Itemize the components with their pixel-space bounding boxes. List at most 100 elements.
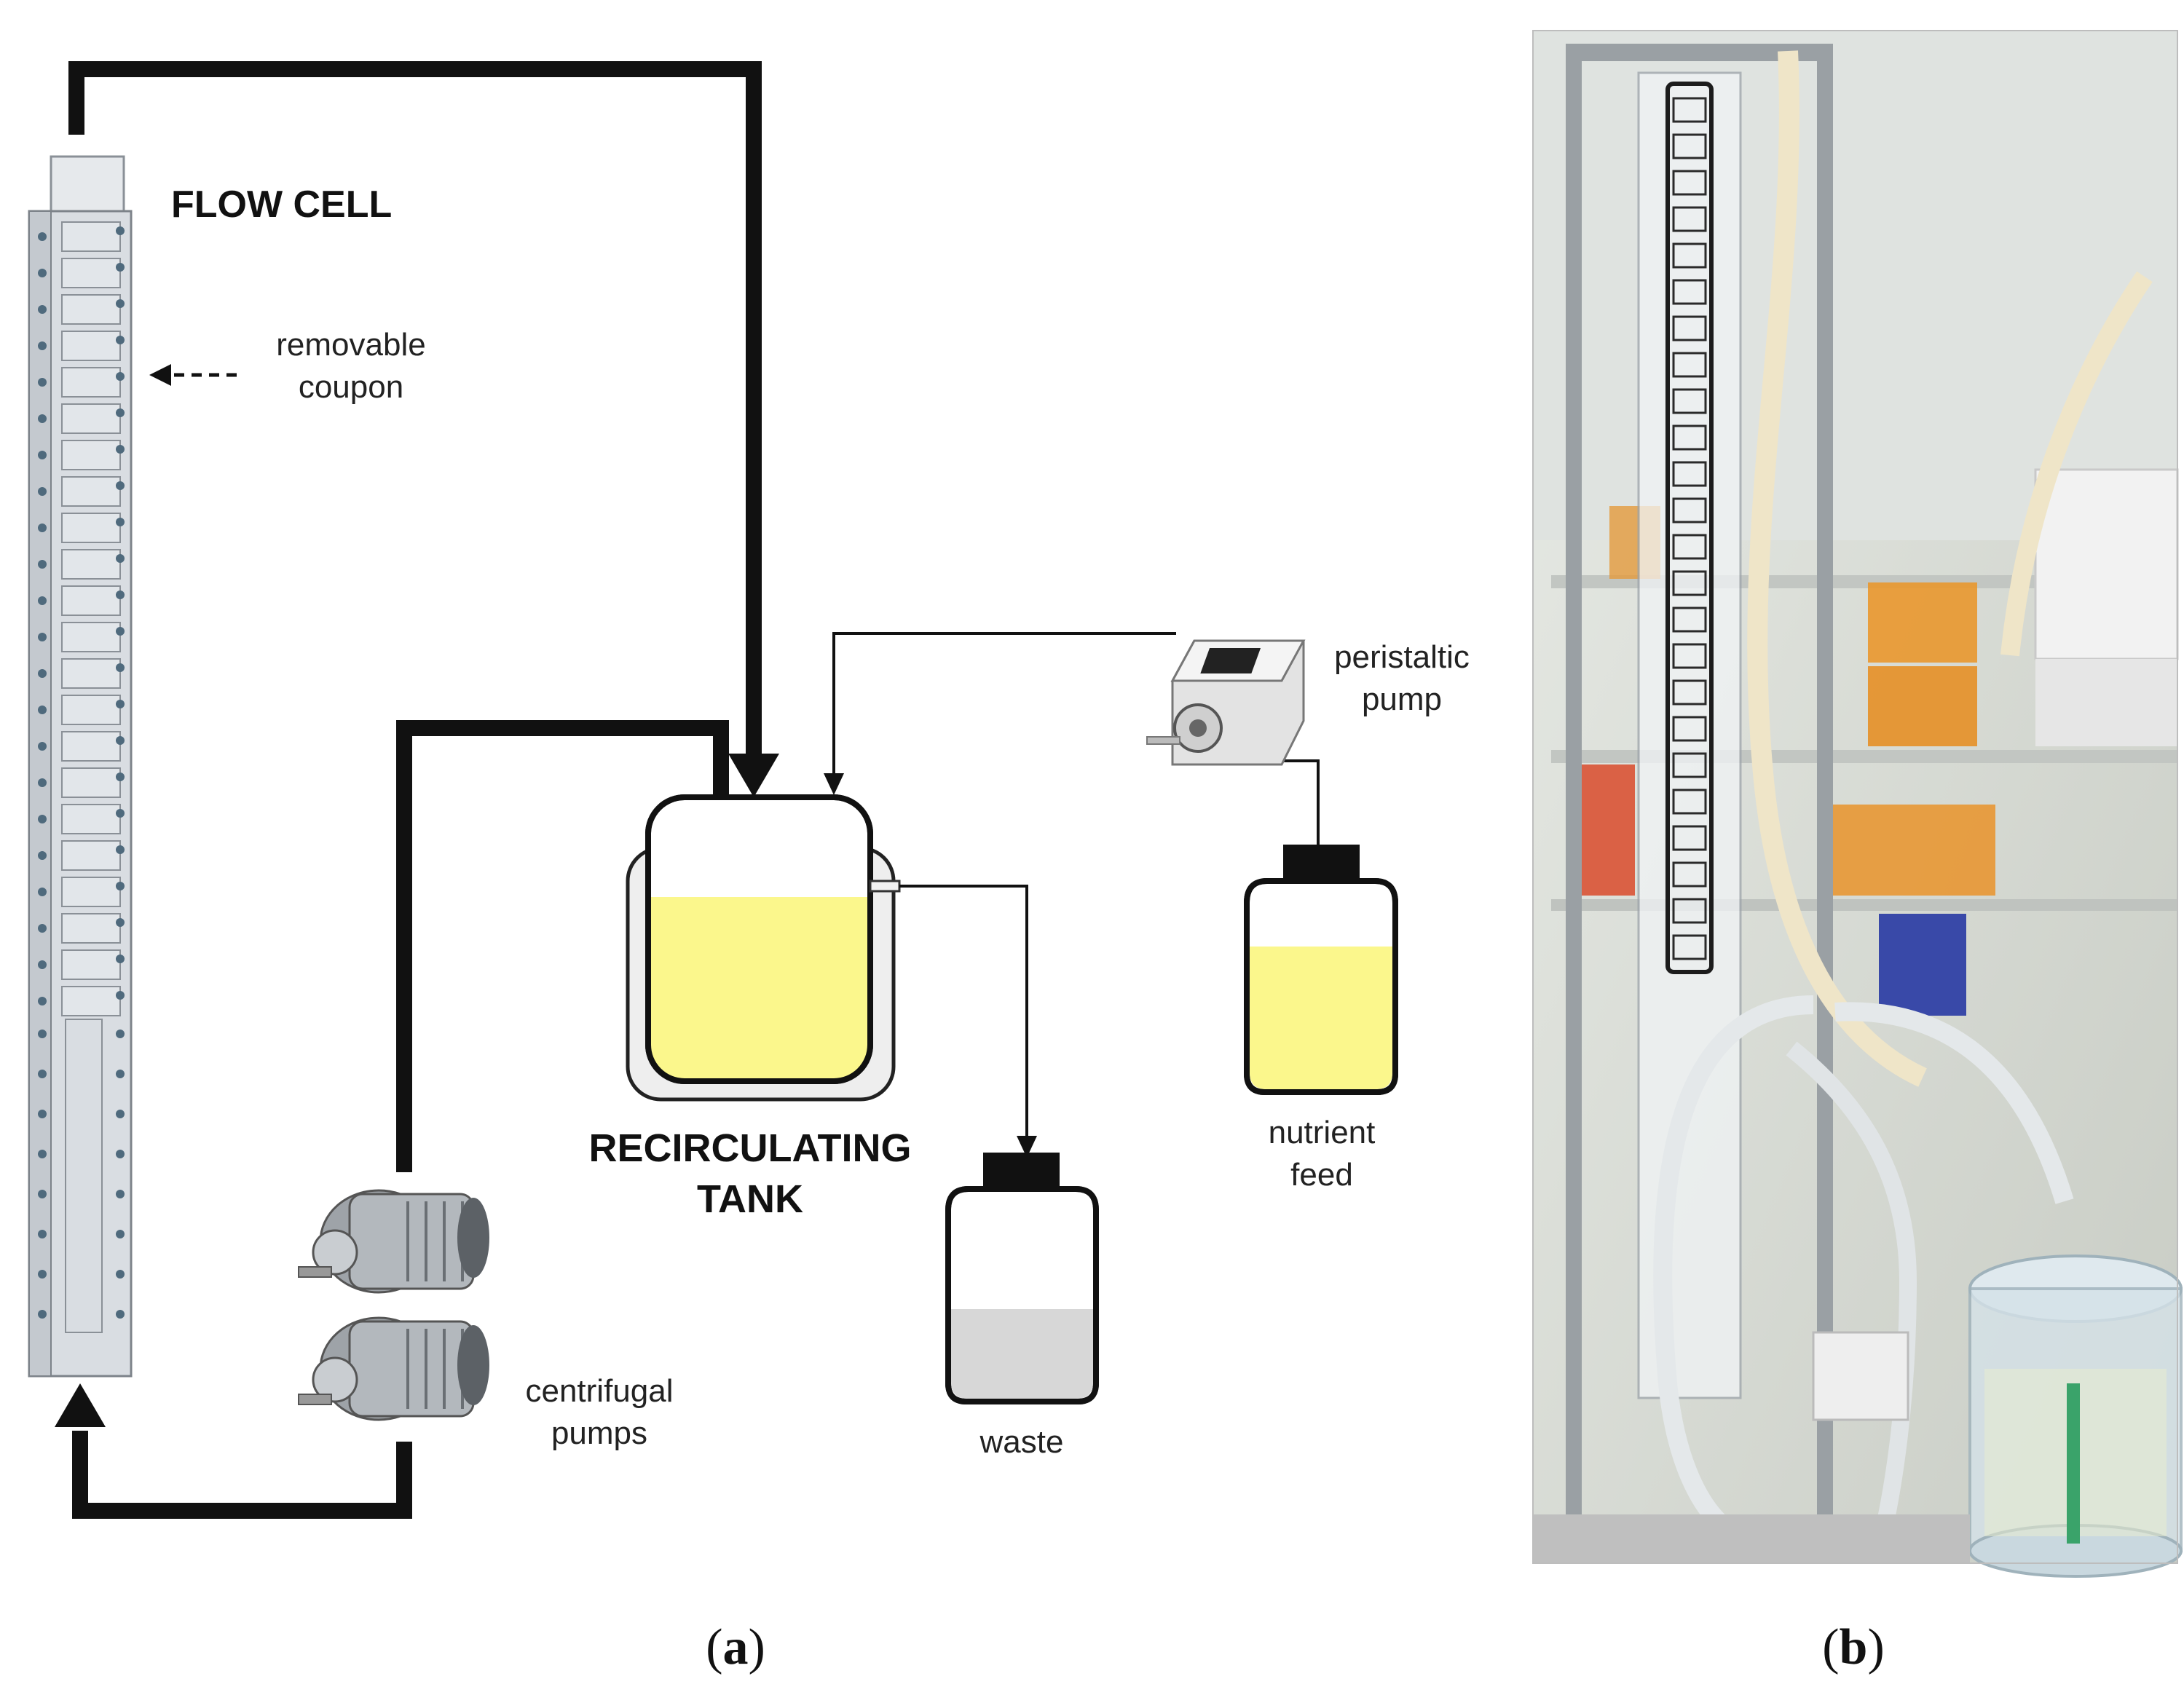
coupon-screw xyxy=(38,378,47,387)
panel-b-photo xyxy=(1532,30,2183,1578)
recirculation-line-return xyxy=(72,1431,412,1519)
coupon-screw xyxy=(38,269,47,277)
photo-coupon xyxy=(1672,825,1707,851)
feed-line-bottle-to-pump xyxy=(1238,759,1320,848)
coupon-screw xyxy=(116,845,125,854)
coupon-screw xyxy=(116,773,125,781)
waste-bottle xyxy=(945,1153,1099,1404)
coupon-screw xyxy=(116,481,125,490)
coupon-screw xyxy=(38,888,47,896)
photo-coupon xyxy=(1672,206,1707,232)
coupon-screw xyxy=(38,924,47,933)
coupon xyxy=(61,986,121,1016)
coupon xyxy=(61,294,121,325)
nutrient-label-2: feed xyxy=(1290,1157,1353,1193)
photo-coupon xyxy=(1672,679,1707,706)
coupon xyxy=(61,476,121,507)
coupon xyxy=(61,877,121,907)
coupon xyxy=(61,804,121,834)
coupon xyxy=(61,767,121,798)
photo-coupon xyxy=(1672,934,1707,960)
cell-screw xyxy=(116,1190,125,1198)
coupon xyxy=(61,513,121,543)
cell-screw xyxy=(116,1270,125,1279)
coupon-screw xyxy=(116,882,125,890)
flow-cell-title: FLOW CELL xyxy=(171,183,392,226)
coupon-screw xyxy=(38,706,47,714)
panel-a-close: ) xyxy=(749,1619,765,1675)
coupon-screw xyxy=(116,408,125,417)
coupon-screw xyxy=(116,809,125,818)
recirculation-line-pump-supply xyxy=(396,720,729,1172)
coupon-screw xyxy=(38,960,47,969)
panel-b-open: ( xyxy=(1822,1619,1839,1675)
coupon-screw xyxy=(38,305,47,314)
coupon xyxy=(61,221,121,252)
cell-screw xyxy=(38,1070,47,1078)
coupon xyxy=(61,367,121,398)
coupon-screw xyxy=(116,263,125,272)
coupon-screw xyxy=(116,299,125,308)
coupon-screw xyxy=(116,991,125,1000)
cell-screw xyxy=(116,1030,125,1038)
arrow-into-flow-cell xyxy=(55,1383,106,1427)
photo-coupon xyxy=(1672,716,1707,742)
feed-line-pump-to-tank xyxy=(832,632,1176,775)
photo-coupon xyxy=(1672,861,1707,888)
peristaltic-label-2: pump xyxy=(1362,681,1442,717)
cell-screw xyxy=(38,1150,47,1158)
overflow-arrowhead xyxy=(1017,1136,1037,1158)
coupon-screw xyxy=(38,997,47,1005)
coupon xyxy=(61,258,121,288)
coupon xyxy=(61,549,121,580)
coupon-screw xyxy=(116,518,125,526)
coupon-screw xyxy=(38,851,47,860)
panel-b-label: (b) xyxy=(1822,1619,1885,1675)
coupon-screw xyxy=(38,669,47,678)
photo-coupon xyxy=(1672,352,1707,378)
photo-coupon xyxy=(1672,133,1707,159)
coupon-screw xyxy=(116,627,125,636)
cell-screw xyxy=(116,1070,125,1078)
arrow-into-tank xyxy=(728,754,779,797)
photo-coupon xyxy=(1672,97,1707,123)
coupon-screw xyxy=(38,633,47,641)
coupon-screw xyxy=(38,414,47,423)
cell-screw xyxy=(38,1030,47,1038)
coupon-screw xyxy=(38,815,47,823)
cell-screw xyxy=(38,1190,47,1198)
photo-coupon xyxy=(1672,898,1707,924)
coupon-screw xyxy=(38,487,47,496)
coupon-screw xyxy=(116,554,125,563)
cell-screw xyxy=(116,1230,125,1238)
coupon xyxy=(61,585,121,616)
panel-a: FLOW CELL removable coupon RECIRCULATING… xyxy=(28,61,1470,1675)
panel-b-letter: b xyxy=(1840,1619,1868,1675)
coupon-screw xyxy=(116,336,125,344)
coupon-screw xyxy=(116,445,125,454)
tank-title-1: RECIRCULATING xyxy=(589,1126,912,1170)
coupon-screw xyxy=(38,341,47,350)
centrifugal-pump-1 xyxy=(298,1189,489,1294)
photo-coupon xyxy=(1672,497,1707,523)
coupon xyxy=(61,949,121,980)
cell-screw xyxy=(116,1150,125,1158)
coupon-screw xyxy=(38,232,47,241)
nutrient-label-1: nutrient xyxy=(1269,1115,1376,1150)
photo-coupon xyxy=(1672,570,1707,596)
coupon-screw xyxy=(38,523,47,532)
coupon xyxy=(61,840,121,871)
panel-a-open: ( xyxy=(706,1619,722,1675)
panel-a-letter: a xyxy=(723,1619,749,1675)
photo-coupon xyxy=(1672,461,1707,487)
coupon-screw xyxy=(116,590,125,599)
centrifugal-label-1: centrifugal xyxy=(525,1373,673,1409)
cell-screw xyxy=(116,1110,125,1118)
photo-coupon xyxy=(1672,315,1707,341)
coupon-pointer-arrowhead xyxy=(149,364,171,386)
cell-screw xyxy=(38,1110,47,1118)
removable-coupon-label-2: coupon xyxy=(299,369,403,405)
coupon-screw xyxy=(38,451,47,459)
